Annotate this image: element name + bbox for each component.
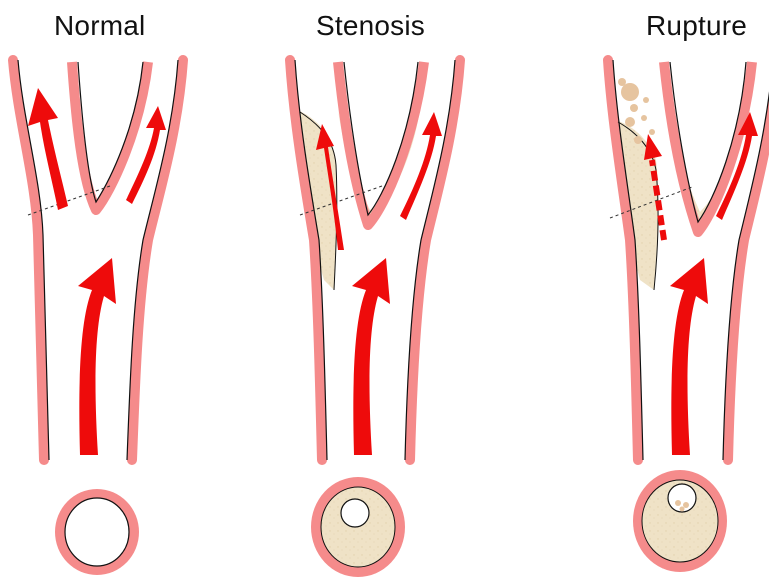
rupture-artery bbox=[608, 60, 769, 572]
normal-artery bbox=[13, 60, 183, 575]
rupture-main-arrow bbox=[670, 258, 708, 455]
normal-main-arrow bbox=[78, 258, 116, 455]
stenosis-artery bbox=[290, 60, 460, 577]
stenosis-main-arrow bbox=[352, 258, 390, 455]
